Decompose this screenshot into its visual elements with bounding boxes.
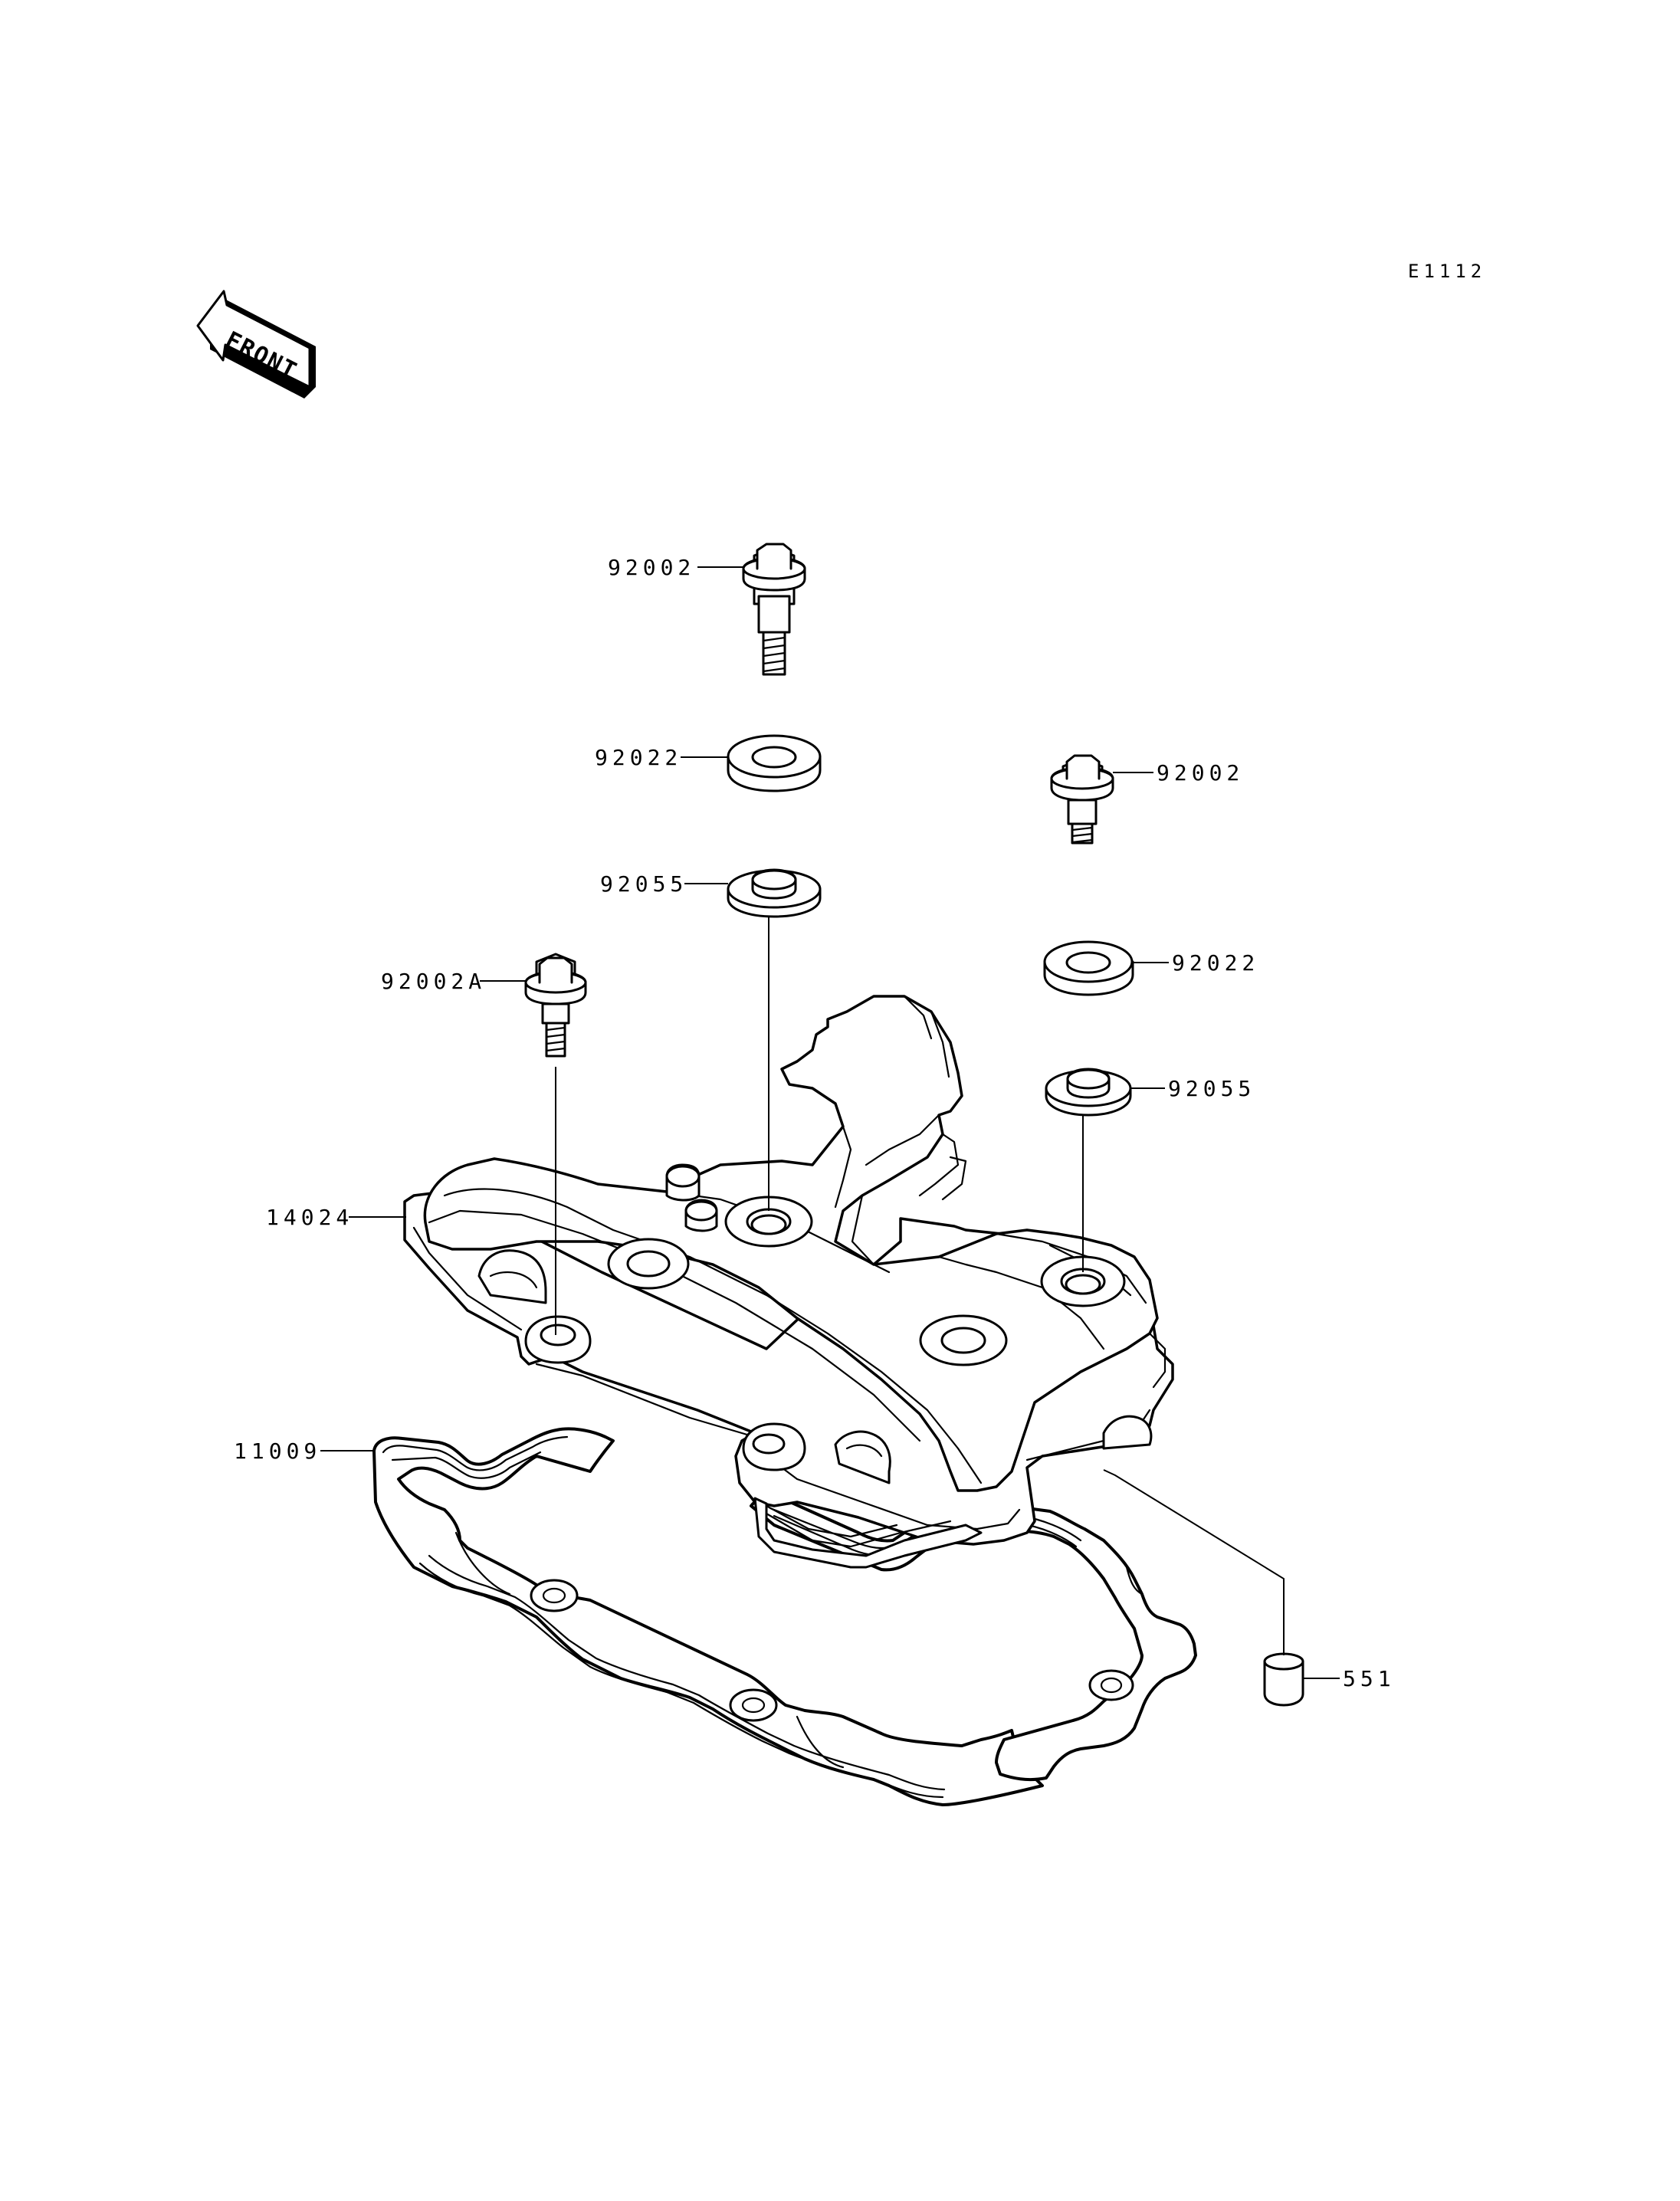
washer-top (727, 734, 822, 792)
front-arrow-icon: FRONT (196, 290, 316, 399)
callout-grommet-top: 92055 (600, 871, 687, 897)
callout-cover: 14024 (266, 1205, 353, 1230)
callout-dowel: 551 (1343, 1666, 1396, 1691)
callout-grommet-right: 92055 (1168, 1076, 1255, 1101)
callout-washer-right: 92022 (1172, 950, 1259, 976)
drawing-code: E1112 (1408, 261, 1486, 282)
callout-bolt-left: 92002A (381, 969, 486, 994)
valve-cover-gasket (372, 1427, 1197, 1806)
flange-bolt-right (1050, 754, 1114, 845)
leader-lines (320, 566, 1340, 1679)
flange-bolt-left (524, 953, 587, 1058)
callout-bolt-right: 92002 (1157, 760, 1244, 786)
dowel-pin (1263, 1652, 1304, 1707)
grommet-top (727, 868, 822, 918)
washer-right (1043, 940, 1134, 996)
callout-washer-top: 92022 (595, 745, 682, 770)
grommet-right (1045, 1068, 1132, 1117)
flange-bolt-top (742, 543, 806, 676)
callout-gasket: 11009 (234, 1438, 321, 1464)
cylinder-head-cover (403, 995, 1174, 1569)
callout-bolt-top: 92002 (608, 555, 695, 580)
